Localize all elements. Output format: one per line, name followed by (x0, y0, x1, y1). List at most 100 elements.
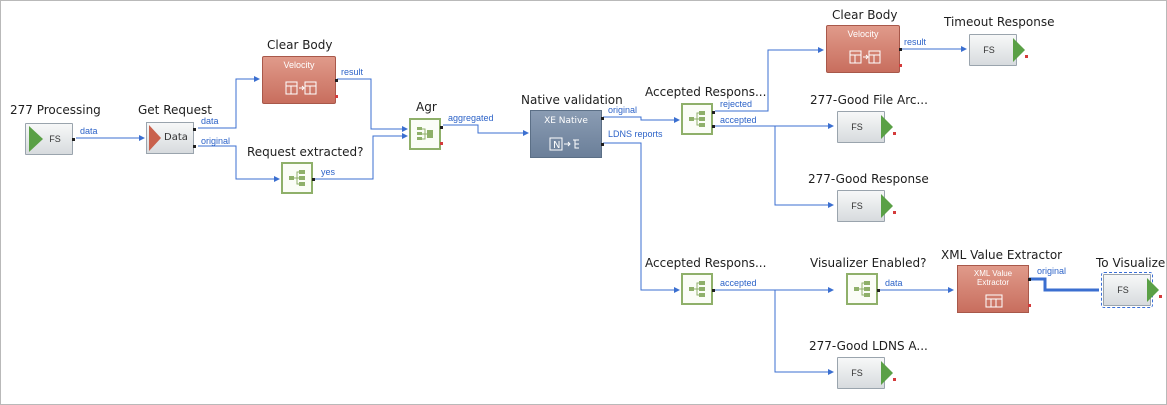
port-label-accepted: accepted (720, 278, 757, 288)
fs-source-277-processing[interactable]: FS (25, 123, 75, 155)
velocity-node-clear-body-2[interactable]: Velocity (826, 25, 902, 73)
aggregator-node-agr[interactable] (409, 118, 443, 150)
xe-native-node[interactable]: XE Native N (530, 110, 604, 158)
wire-gate-yes-to-agr (315, 133, 408, 180)
node-title-good-ldns-archive: 277-Good LDNS A... (809, 339, 928, 353)
error-port[interactable] (335, 95, 338, 98)
fs-target-good-response[interactable]: FS (837, 190, 896, 222)
gate-node-visualizer-enabled[interactable] (846, 273, 880, 305)
xml-value-extractor-node[interactable]: XML Value Extractor (957, 265, 1031, 313)
error-port[interactable] (893, 211, 896, 214)
fs-target-timeout-response[interactable]: FS (969, 34, 1028, 66)
node-label: Data (164, 132, 188, 143)
wire-agr-to-native (443, 124, 529, 136)
node-label: Velocity (283, 60, 315, 70)
node-title-clear-body: Clear Body (267, 38, 333, 52)
node-label: FS (851, 368, 863, 378)
node-label: XML Value Extractor (973, 269, 1013, 287)
wire-native-ldns-to-accepted2 (603, 142, 680, 293)
port-label-result: result (341, 67, 364, 77)
node-title-good-response: 277-Good Response (808, 172, 929, 186)
error-port[interactable] (899, 64, 902, 67)
node-title-277-processing: 277 Processing (10, 103, 101, 117)
wire-accepted1-accepted-to-goodresponse (774, 126, 834, 208)
output-port[interactable] (712, 289, 715, 292)
gate-node-accepted-responses-2[interactable] (681, 273, 715, 305)
node-title-to-visualizer: To Visualizer (1096, 256, 1167, 270)
route-icon (689, 111, 705, 127)
node-title-xml-value-extractor: XML Value Extractor (941, 248, 1063, 262)
svg-text:N: N (553, 140, 560, 151)
node-title-request-extracted: Request extracted? (247, 145, 364, 159)
output-port[interactable] (877, 289, 880, 292)
node-title-visualizer-enabled: Visualizer Enabled? (810, 256, 927, 270)
node-title-get-request: Get Request (138, 103, 212, 117)
velocity-node-clear-body[interactable]: Velocity (262, 56, 338, 104)
error-port[interactable] (1025, 55, 1028, 58)
node-label: XE Native (544, 116, 588, 126)
port-label-accepted: accepted (720, 115, 757, 125)
port-label-original: original (201, 136, 231, 146)
play-icon (29, 126, 43, 152)
play-icon (1147, 278, 1159, 302)
error-port[interactable] (893, 378, 896, 381)
node-title-agr: Agr (416, 100, 437, 114)
fs-target-good-file-archive[interactable]: FS (837, 111, 896, 143)
node-label: FS (851, 122, 863, 132)
wire-accepted1-rejected-to-clearbody2 (715, 47, 824, 112)
output-port[interactable] (193, 145, 196, 148)
error-port[interactable] (893, 132, 896, 135)
native-validation-icon: N (549, 137, 579, 151)
output-port[interactable] (601, 143, 604, 146)
port-label-aggregated: aggregated (448, 113, 494, 123)
port-label-original: original (608, 105, 638, 115)
node-label: FS (1117, 285, 1129, 295)
gate-node-accepted-responses-1[interactable] (681, 103, 715, 135)
output-port[interactable] (312, 178, 315, 181)
port-label-yes: yes (321, 167, 336, 177)
route-icon (854, 281, 870, 297)
play-icon (881, 361, 893, 385)
output-port[interactable] (899, 48, 902, 51)
error-port[interactable] (440, 142, 443, 145)
node-label: FS (983, 45, 995, 55)
data-node-get-request[interactable]: Data (146, 122, 196, 154)
output-port[interactable] (712, 125, 715, 128)
node-label: Velocity (847, 29, 879, 39)
template-transform-icon (849, 50, 881, 64)
output-port[interactable] (601, 117, 604, 120)
output-port[interactable] (1028, 278, 1031, 281)
error-port[interactable] (1028, 304, 1031, 307)
aggregate-icon (417, 127, 433, 140)
output-port[interactable] (193, 128, 196, 131)
wire-clearbody-result-to-agr (337, 78, 408, 132)
port-label-ldns-reports: LDNS reports (608, 129, 663, 139)
output-port[interactable] (335, 79, 338, 82)
fs-target-to-visualizer[interactable]: FS (1101, 272, 1162, 308)
fs-target-good-ldns-archive[interactable]: FS (837, 357, 896, 389)
node-title-accepted-responses: Accepted Respons... (645, 85, 767, 99)
port-label-data: data (201, 116, 219, 126)
port-label-rejected: rejected (720, 99, 753, 109)
wire-getrequest-data-to-clearbody (198, 76, 260, 129)
port-label-data: data (885, 278, 903, 288)
wire-xml-original-to-tovisualizer (1029, 277, 1099, 292)
node-title-accepted-responses: Accepted Respons... (645, 256, 767, 270)
play-icon (881, 194, 893, 218)
gate-node-request-extracted[interactable] (281, 162, 315, 194)
output-port[interactable] (440, 126, 443, 129)
play-icon (881, 115, 893, 139)
play-icon (1013, 38, 1025, 62)
node-label: FS (851, 201, 863, 211)
template-transform-icon (285, 81, 317, 95)
node-title-timeout-response: Timeout Response (944, 15, 1055, 29)
port-label-data: data (80, 126, 98, 136)
error-port[interactable] (1159, 295, 1162, 298)
output-port[interactable] (72, 138, 75, 141)
output-port[interactable] (712, 111, 715, 114)
wire-accepted2-accepted-to-ldns (774, 290, 834, 375)
wire-getrequest-original-to-gate (198, 145, 280, 182)
extract-icon (985, 294, 1003, 308)
